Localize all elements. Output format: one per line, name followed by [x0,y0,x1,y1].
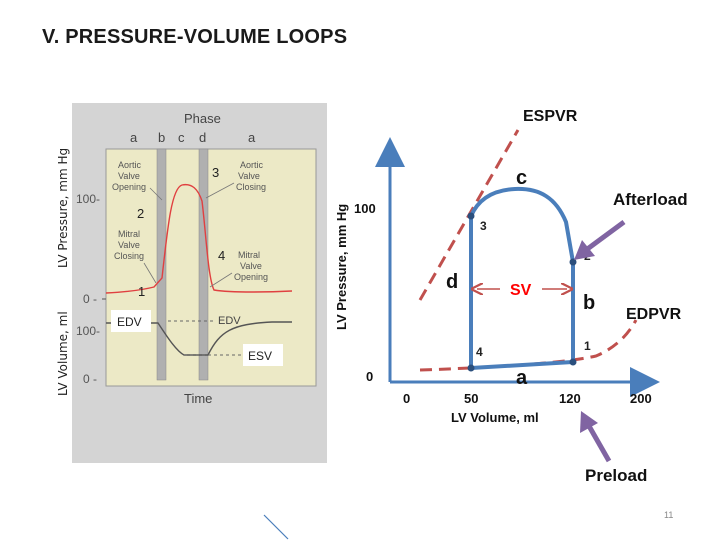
tick-pressure-100: 100- [76,192,100,206]
phase-a-right: a [248,130,256,145]
afterload-arrow-shaft [584,219,626,253]
pv-phase-c: c [516,167,527,189]
pv-point-4-dot [467,364,475,372]
wiggers-point-1: 1 [138,284,145,299]
pv-y-axis-label: LV Pressure, mm Hg [334,204,349,330]
slide-title: V. PRESSURE-VOLUME LOOPS [42,26,348,48]
wiggers-point-2: 2 [137,206,144,221]
pv-point-3-dot [467,212,475,220]
pv-x-tick-120: 120 [559,391,581,406]
pv-x-axis-label: LV Volume, ml [451,410,539,425]
wiggers-point-3: 3 [212,165,219,180]
phase-c: c [178,130,185,145]
pv-y-tick-100: 100 [354,201,376,216]
tick-volume-100: 100- [76,324,100,338]
pv-y-tick-0: 0 [366,369,373,384]
pv-phase-b: b [583,292,595,314]
mitral-valve-opening-label: Mitral Valve Opening [234,250,268,282]
phase-title: Phase [184,111,221,126]
pv-loop [469,186,575,371]
phase-b: b [158,130,165,145]
pv-x-tick-50: 50 [464,391,478,406]
sv-label: SV [510,282,532,299]
phase-bar-d [198,148,209,381]
pv-point-1-dot [569,358,577,366]
pv-point-1: 1 [584,339,591,353]
edv-dashed-label: EDV [218,315,241,327]
edpvr-curve [419,319,638,372]
preload-label: Preload [585,466,647,485]
pv-x-tick-200: 200 [630,391,652,406]
preload-arrow-shaft [586,424,612,463]
pv-point-4: 4 [476,345,483,359]
decorative-stroke [263,514,289,540]
phase-bar-b [156,148,167,381]
lv-pressure-curve [105,183,293,294]
tick-pressure-0: 0 - [83,292,97,306]
edpvr-label: EDPVR [626,306,682,323]
pv-phase-d: d [446,271,458,293]
wiggers-point-4: 4 [218,248,225,263]
tick-volume-0: 0 - [83,372,97,386]
pv-phase-a: a [516,367,528,389]
mitral-valve-closing-label: Mitral Valve Closing [114,229,144,261]
pv-x-tick-0: 0 [403,391,410,406]
preload-arrow-head [580,411,598,433]
pv-point-3: 3 [480,219,487,233]
pv-point-2-dot [569,258,577,266]
aortic-close-pointer [205,182,235,199]
aortic-valve-opening-label: Aortic Valve Opening [112,160,146,192]
esv-box-label: ESV [248,349,272,363]
wiggers-svg: Phase a b c d a 100- 0 - 100- 0 - EDV Ao… [76,111,317,406]
slide-number: 11 [664,510,674,520]
time-label: Time [184,391,212,406]
mitral-open-pointer [209,272,233,288]
espvr-label: ESPVR [523,108,578,125]
afterload-arrow-head [574,240,595,260]
afterload-label: Afterload [613,190,688,209]
wiggers-diagram: Phase a b c d a 100- 0 - 100- 0 - EDV Ao… [72,103,327,463]
esv-box [243,344,283,366]
phase-d: d [199,130,206,145]
mitral-close-pointer [143,262,157,284]
aortic-open-pointer [149,187,163,201]
edv-box [111,310,151,332]
phase-a-left: a [130,130,138,145]
aortic-valve-closing-label: Aortic Valve Closing [236,160,266,192]
edv-box-label: EDV [117,315,142,329]
